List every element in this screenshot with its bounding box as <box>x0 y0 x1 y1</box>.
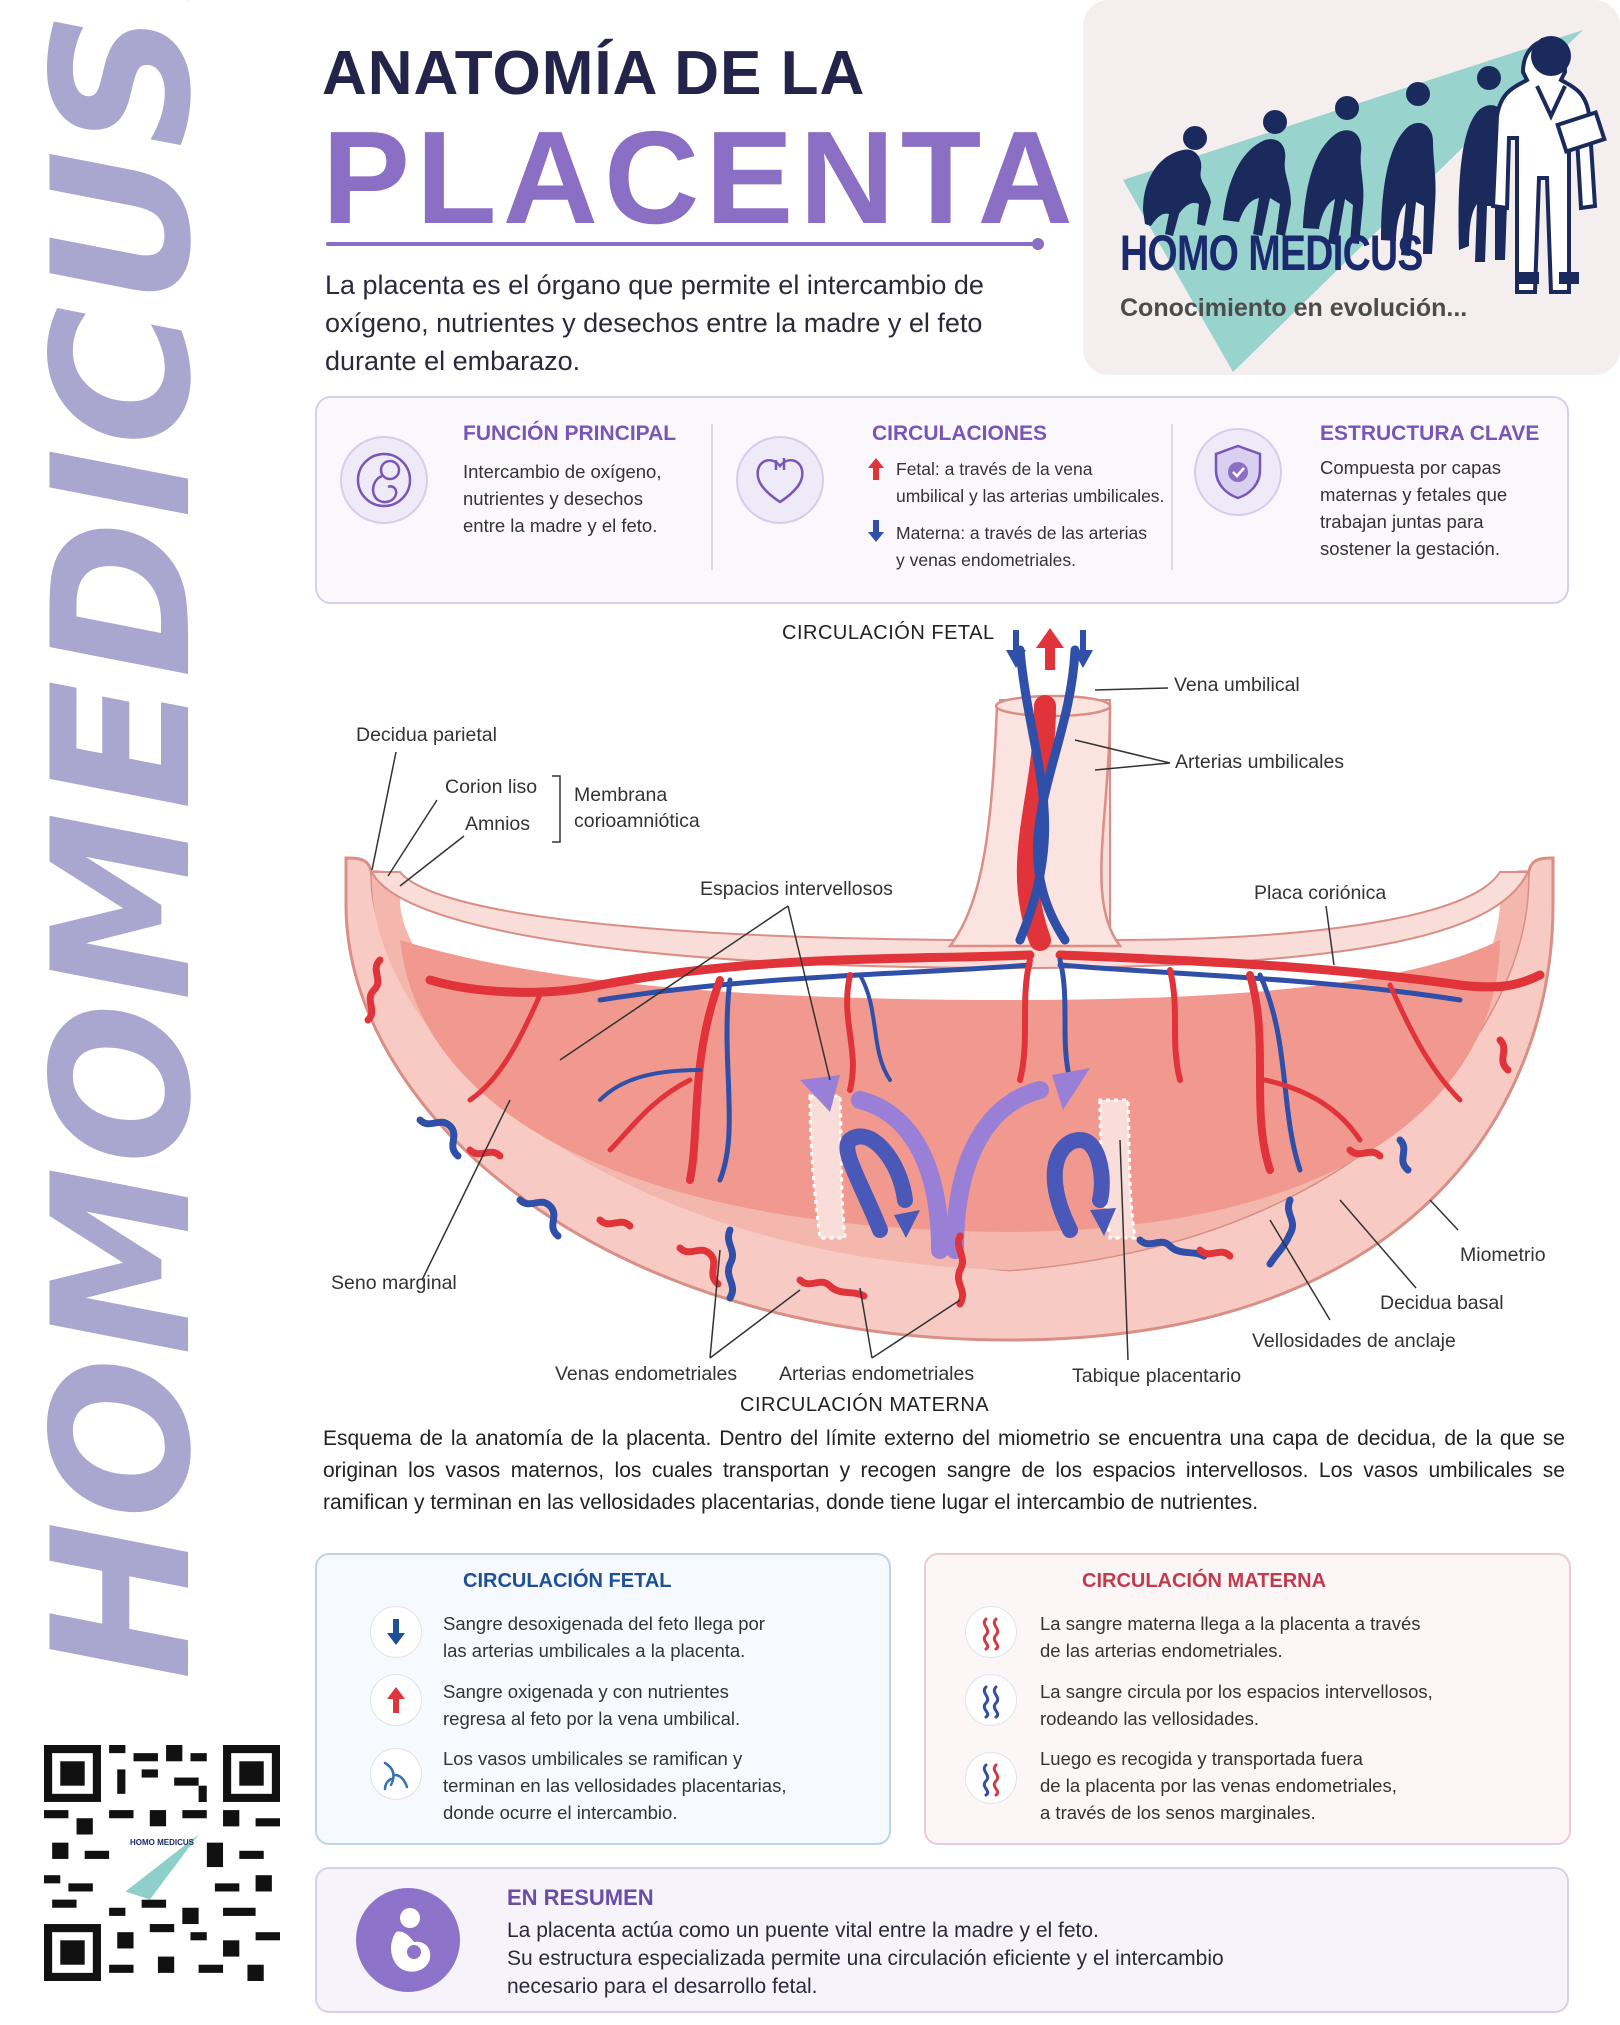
function-line: entre la madre y el feto. <box>463 515 658 536</box>
label-venas-endometriales: Venas endometriales <box>555 1363 738 1385</box>
evolution-logo-icon <box>1123 30 1607 372</box>
structure-line: Compuesta por capas <box>1320 457 1501 478</box>
title-line-2: PLACENTA <box>322 104 1079 251</box>
label-circulacion-fetal: CIRCULACIÓN FETAL <box>782 622 995 644</box>
vessels-blue-icon <box>965 1674 1017 1726</box>
vessels-mixed-icon <box>965 1752 1017 1804</box>
summary-line: Su estructura especializada permite una … <box>507 1947 1224 1970</box>
maternal-circulation-title: CIRCULACIÓN MATERNA <box>1082 1570 1327 1592</box>
function-text: Intercambio de oxígeno, nutrientes y des… <box>463 458 662 539</box>
fetal-item-2: Sangre oxigenada y con nutrientes regres… <box>443 1678 740 1732</box>
logo-panel <box>1083 0 1620 375</box>
structure-line: maternas y fetales que <box>1320 484 1508 505</box>
circulations-maternal-text: Materna: a través de las arterias y vena… <box>896 520 1147 574</box>
label-corion-liso: Corion liso <box>445 776 538 798</box>
fetal-item-line: terminan en las vellosidades placentaria… <box>443 1775 787 1796</box>
summary-panel <box>315 1867 1569 2013</box>
fetal-item-line: las arterias umbilicales a la placenta. <box>443 1640 746 1661</box>
branch-icon <box>370 1748 422 1800</box>
label-arterias-umbilicales: Arterias umbilicales <box>1175 751 1345 773</box>
qr-logo-text: HOMO MEDICUS <box>130 1838 194 1847</box>
circulations-maternal-line: Materna: a través de las arterias <box>896 523 1147 543</box>
maternal-item-line: de la placenta por las venas endometrial… <box>1040 1775 1397 1796</box>
circulations-maternal-line: y venas endometriales. <box>896 550 1076 570</box>
label-tabique-placentario: Tabique placentario <box>1072 1365 1242 1387</box>
fetal-item-line: donde ocurre el intercambio. <box>443 1802 678 1823</box>
arrow-up-icon <box>370 1674 422 1726</box>
shield-check-icon <box>1194 428 1282 516</box>
label-seno-marginal: Seno marginal <box>331 1272 457 1294</box>
arrow-down-icon <box>868 520 884 542</box>
circulations-fetal-text: Fetal: a través de la vena umbilical y l… <box>896 456 1164 510</box>
circulations-fetal-line: Fetal: a través de la vena <box>896 459 1093 479</box>
maternal-item-2: La sangre circula por los espacios inter… <box>1040 1678 1433 1732</box>
intro-text: La placenta es el órgano que permite el … <box>325 270 984 376</box>
summary-text: La placenta actúa como un puente vital e… <box>507 1917 1507 2001</box>
title-underline <box>326 242 1038 246</box>
maternal-item-line: La sangre materna llega a la placenta a … <box>1040 1613 1421 1634</box>
function-line: Intercambio de oxígeno, <box>463 461 662 482</box>
diagram-caption: Esquema de la anatomía de la placenta. D… <box>323 1427 1565 1514</box>
label-vena-umbilical: Vena umbilical <box>1174 674 1300 696</box>
summary-line: necesario para el desarrollo fetal. <box>507 1975 818 1998</box>
maternal-item-line: de las arterias endometriales. <box>1040 1640 1283 1661</box>
arrow-down-icon <box>370 1606 422 1658</box>
structure-text: Compuesta por capas maternas y fetales q… <box>1320 454 1507 562</box>
circulations-title: CIRCULACIONES <box>872 422 1048 445</box>
maternal-item-line: a través de los senos marginales. <box>1040 1802 1316 1823</box>
label-vellosidades-anclaje: Vellosidades de anclaje <box>1252 1330 1456 1352</box>
label-membrana-line: corioamniótica <box>574 810 700 832</box>
fetal-item-1: Sangre desoxigenada del feto llega por l… <box>443 1610 765 1664</box>
label-placa-corionica: Placa coriónica <box>1254 882 1387 904</box>
summary-title: EN RESUMEN <box>507 1885 654 1910</box>
placenta-diagram <box>344 628 1555 1361</box>
info-divider <box>1171 424 1173 570</box>
fetal-item-3: Los vasos umbilicales se ramifican y ter… <box>443 1745 786 1826</box>
info-panel <box>315 396 1569 604</box>
label-membrana-line: Membrana <box>574 784 668 806</box>
heart-icon <box>736 436 824 524</box>
label-decidua-basal: Decidua basal <box>1380 1292 1504 1314</box>
chorionic-plate <box>370 699 1530 970</box>
title-underline-dot <box>1032 238 1044 250</box>
fetal-item-line: Sangre oxigenada y con nutrientes <box>443 1681 729 1702</box>
maternal-item-line: La sangre circula por los espacios inter… <box>1040 1681 1433 1702</box>
arrow-up-icon <box>868 458 884 480</box>
function-title: FUNCIÓN PRINCIPAL <box>463 422 677 445</box>
intervillous-space <box>400 940 1500 1232</box>
maternal-item-line: Luego es recogida y transportada fuera <box>1040 1748 1363 1769</box>
logo-tagline: Conocimiento en evolución... <box>1120 294 1468 322</box>
fetal-item-line: Los vasos umbilicales se ramifican y <box>443 1748 743 1769</box>
fetal-item-line: Sangre desoxigenada del feto llega por <box>443 1613 765 1634</box>
logo-name: HOMO MEDICUS <box>1120 225 1423 281</box>
structure-line: sostener la gestación. <box>1320 538 1500 559</box>
fetus-icon <box>340 436 428 524</box>
label-membrana: Membrana corioamniótica <box>574 782 700 834</box>
label-espacios-intervellosos: Espacios intervellosos <box>700 878 893 900</box>
maternal-item-3: Luego es recogida y transportada fuera d… <box>1040 1745 1397 1826</box>
function-line: nutrientes y desechos <box>463 488 643 509</box>
circulations-fetal-line: umbilical y las arterias umbilicales. <box>896 486 1165 506</box>
maternal-item-1: La sangre materna llega a la placenta a … <box>1040 1610 1421 1664</box>
structure-title: ESTRUCTURA CLAVE <box>1320 422 1540 445</box>
qr-code-icon[interactable] <box>44 1745 280 1981</box>
title-line-1: ANATOMÍA DE LA <box>322 39 866 108</box>
summary-line: La placenta actúa como un puente vital e… <box>507 1919 1099 1942</box>
label-decidua-parietal: Decidua parietal <box>356 724 497 746</box>
structure-line: trabajan juntas para <box>1320 511 1484 532</box>
label-arterias-endometriales: Arterias endometriales <box>779 1363 975 1385</box>
label-circulacion-materna: CIRCULACIÓN MATERNA <box>740 1394 990 1416</box>
mother-child-icon <box>356 1888 460 1992</box>
maternal-item-line: rodeando las vellosidades. <box>1040 1708 1260 1729</box>
fetal-circulation-title: CIRCULACIÓN FETAL <box>463 1570 672 1592</box>
maternal-circulation-panel <box>924 1553 1571 1845</box>
fetal-item-line: regresa al feto por la vena umbilical. <box>443 1708 741 1729</box>
vessels-red-icon <box>965 1606 1017 1658</box>
label-amnios: Amnios <box>465 813 531 835</box>
info-divider <box>711 424 713 570</box>
label-miometrio: Miometrio <box>1460 1244 1546 1266</box>
septum <box>1098 1098 1137 1240</box>
septum <box>808 1094 847 1240</box>
